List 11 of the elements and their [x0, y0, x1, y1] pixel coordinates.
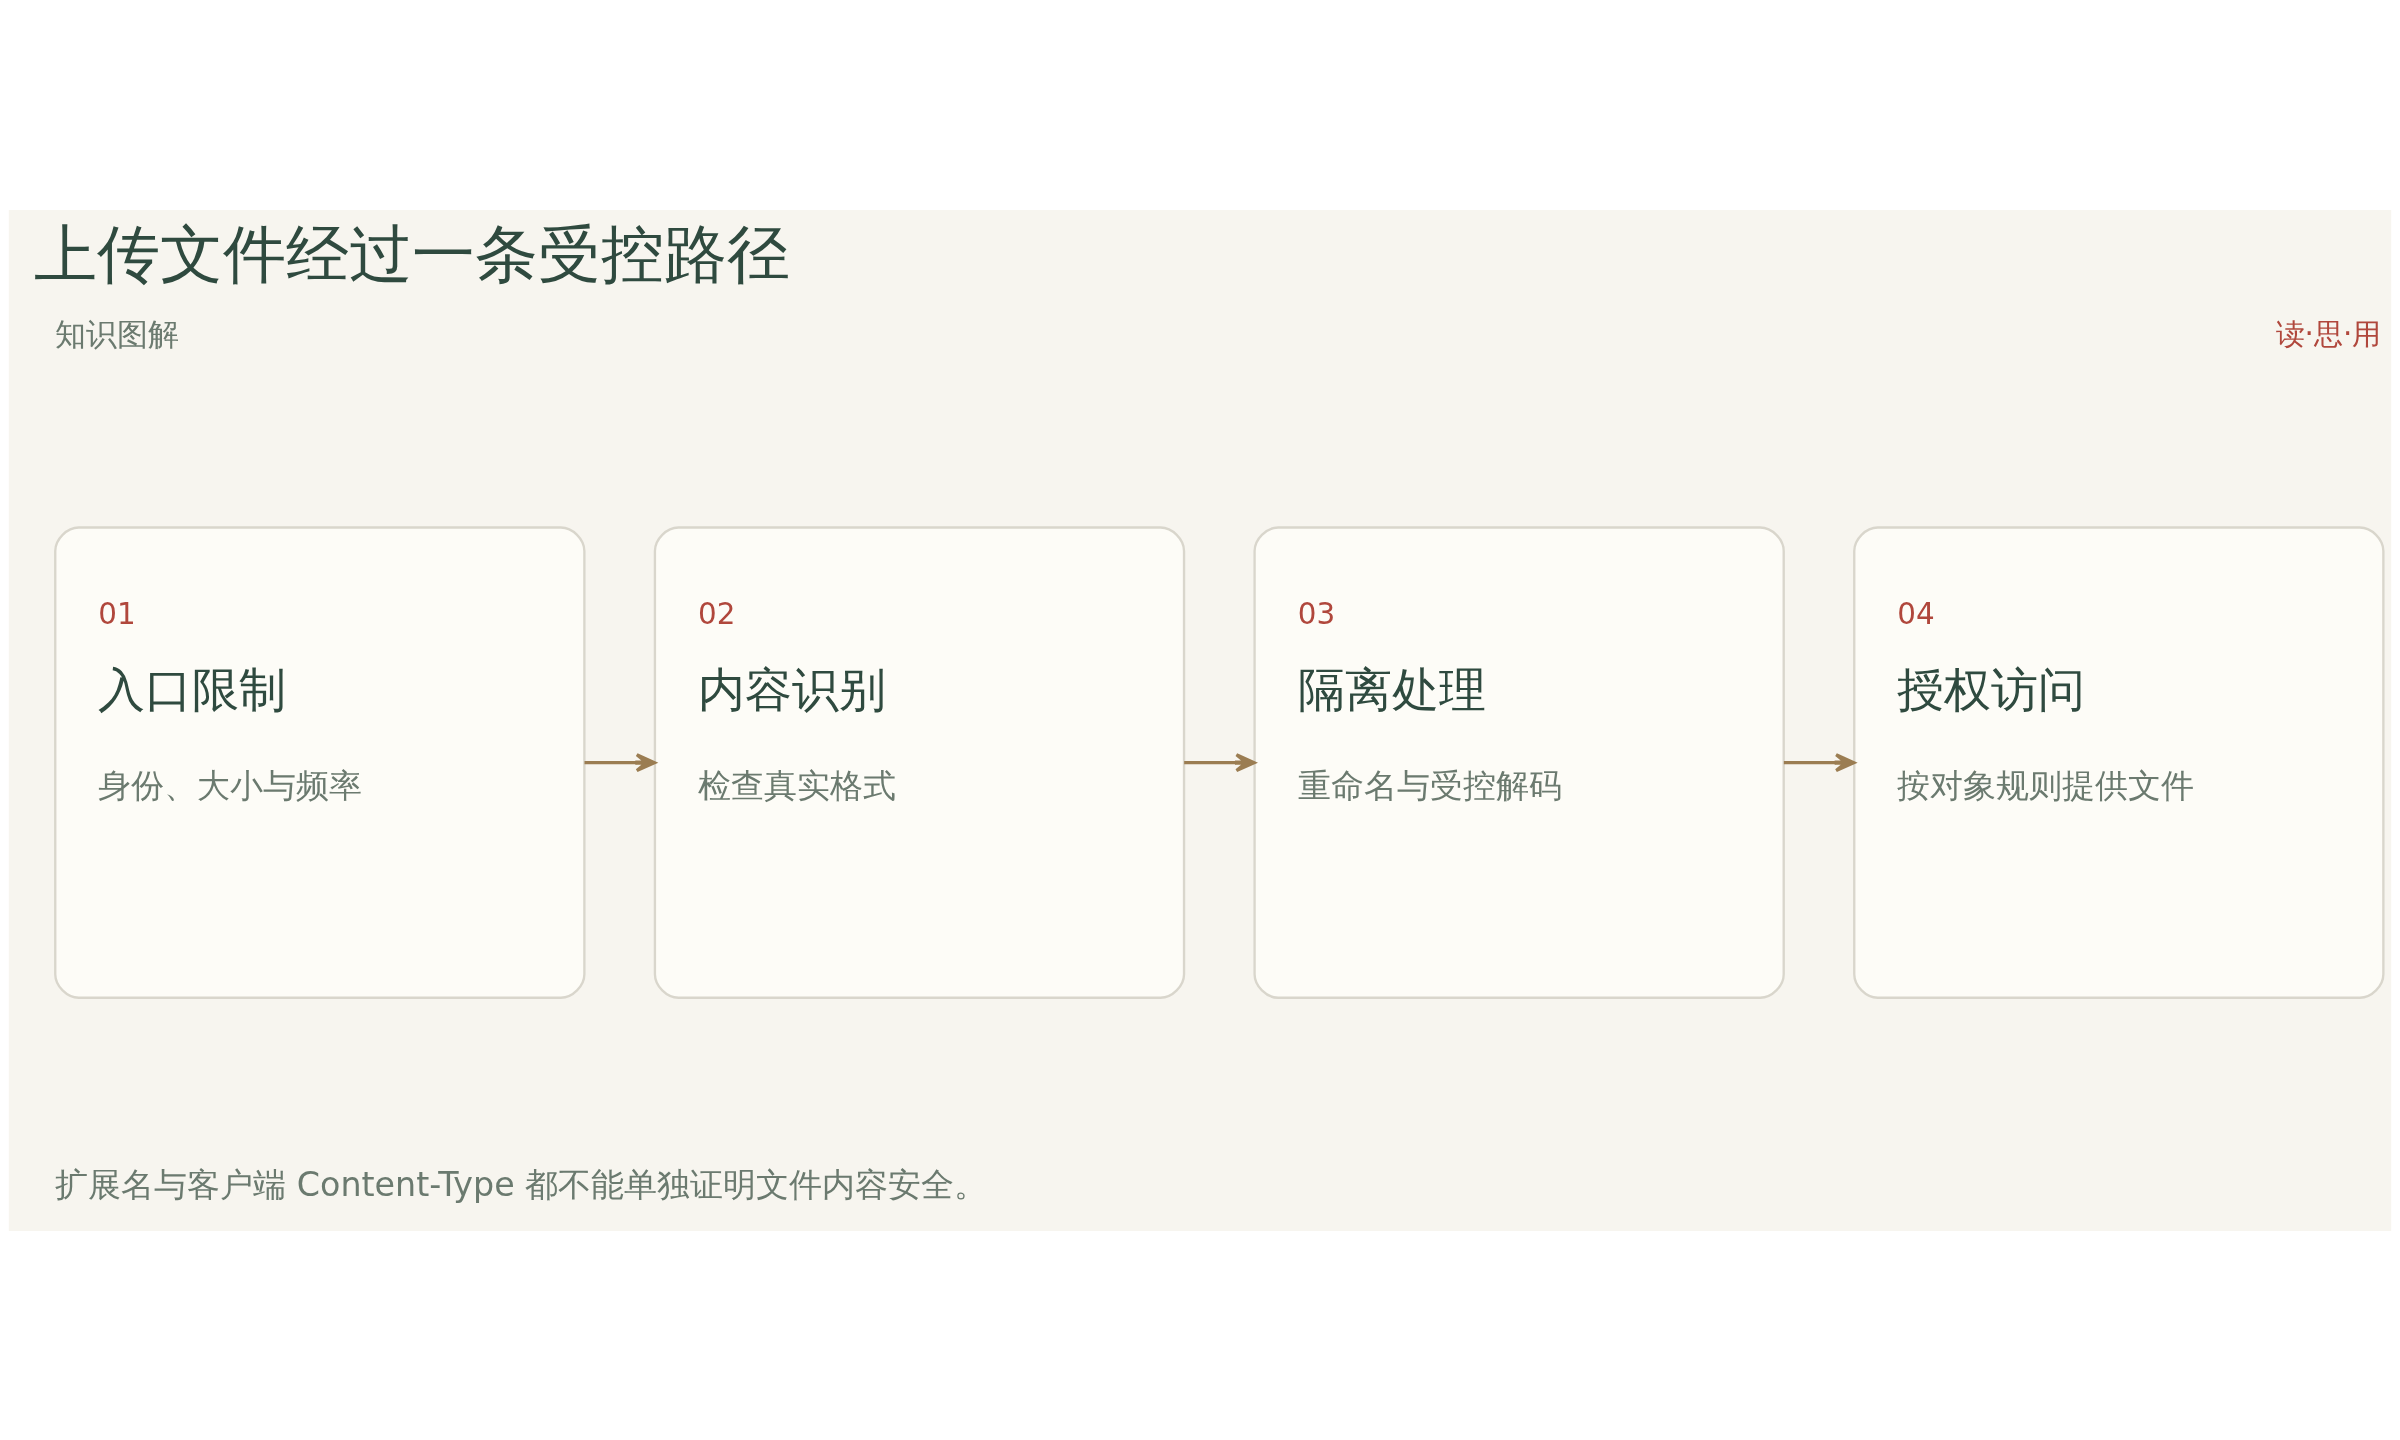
node-box: 02 内容识别 检查真实格式	[653, 525, 1186, 999]
node-box: 03 隔离处理 重命名与受控解码	[1253, 525, 1785, 999]
arrow	[584, 752, 657, 772]
node-box: 04 授权访问 按对象规则提供文件	[1853, 525, 2385, 999]
arrow	[1783, 752, 1856, 772]
diagram-title: 上传文件经过一条受控路径	[34, 217, 791, 291]
label: 知识图解	[55, 315, 180, 352]
arrow	[1184, 752, 1256, 772]
label: 读·思·用	[2275, 316, 2382, 351]
caption: 扩展名与客户端 Content-Type 都不能单独证明文件内容安全。	[55, 1164, 988, 1204]
node-box: 01 入口限制 身份、大小与频率	[54, 525, 586, 999]
